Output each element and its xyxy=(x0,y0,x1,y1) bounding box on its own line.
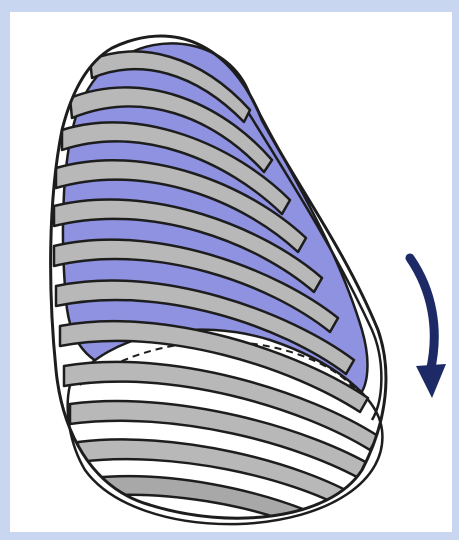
curved-down-arrow-icon xyxy=(410,258,446,398)
